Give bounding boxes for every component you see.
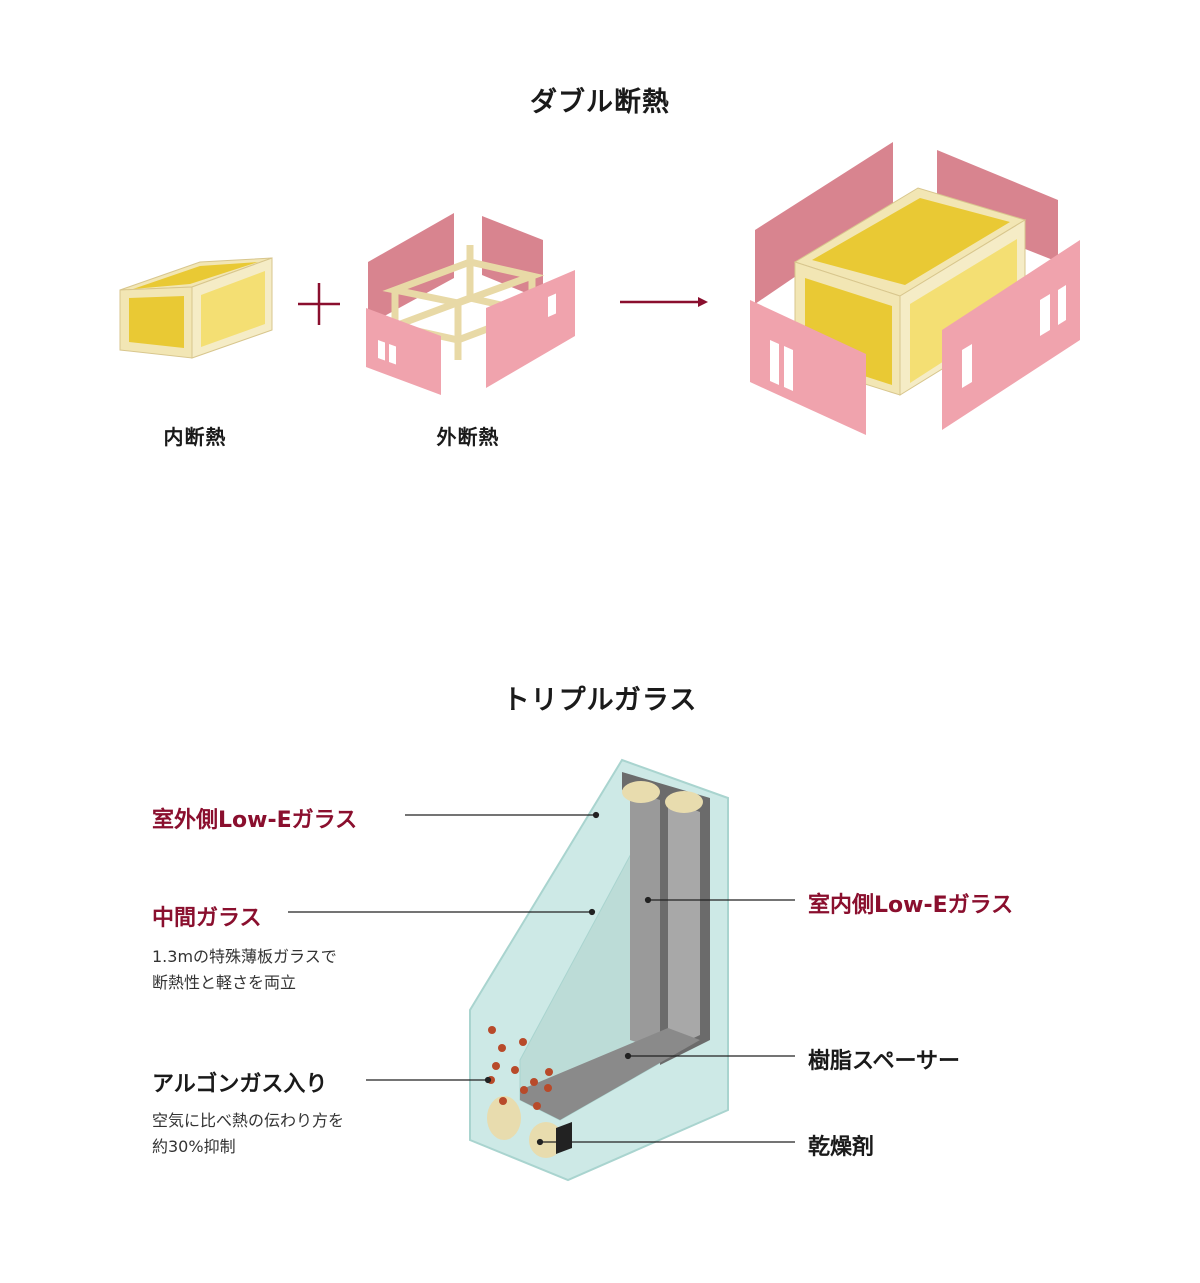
inner-insulation-box-illustration	[119, 257, 273, 359]
middle-glass-label: 中間ガラス	[152, 906, 262, 931]
double-insulation-title: ダブル断熱	[530, 87, 670, 118]
outer-low-e-glass-label: 室外側Low-Eガラス	[152, 808, 358, 833]
leader-lines	[288, 811, 795, 1146]
triple-glass-illustration	[469, 758, 729, 1182]
argon-gas-note-line-2: 約30%抑制	[152, 1137, 236, 1156]
argon-gas-note: 空気に比べ熱の伝わり方を 約30%抑制	[152, 1108, 344, 1160]
middle-glass-note: 1.3mの特殊薄板ガラスで 断熱性と軽さを両立	[152, 944, 337, 996]
arrow-right-icon	[620, 297, 708, 307]
plus-icon	[298, 283, 340, 325]
desiccant-label: 乾燥剤	[808, 1135, 875, 1160]
argon-gas-note-line-1: 空気に比べ熱の伝わり方を	[152, 1111, 345, 1130]
triple-glass-title: トリプルガラス	[502, 685, 698, 716]
middle-glass-note-line-1: 1.3mの特殊薄板ガラスで	[152, 947, 337, 966]
outer-insulation-illustration	[366, 213, 575, 395]
outer-insulation-label: 外断熱	[436, 425, 500, 449]
double-insulation-result-illustration	[750, 142, 1080, 435]
inner-low-e-glass-label: 室内側Low-Eガラス	[808, 893, 1014, 918]
inner-insulation-label: 内断熱	[163, 425, 227, 449]
middle-glass-note-line-2: 断熱性と軽さを両立	[152, 973, 297, 992]
argon-gas-label: アルゴンガス入り	[152, 1072, 328, 1097]
resin-spacer-label: 樹脂スペーサー	[808, 1049, 961, 1074]
